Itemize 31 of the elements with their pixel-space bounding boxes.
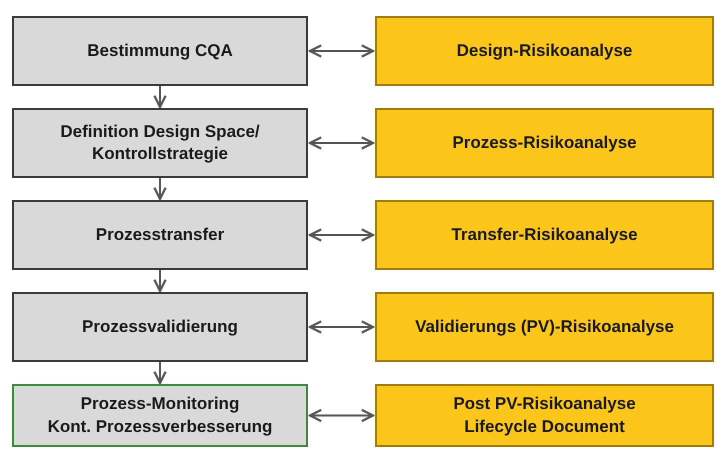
- arrow: [308, 136, 374, 150]
- box-label: Transfer-Risikoanalyse: [451, 224, 638, 246]
- box-label: Validierungs (PV)-Risikoanalyse: [415, 316, 674, 338]
- box-label: Post PV-Risikoanalyse: [453, 393, 636, 416]
- process-step-box: [12, 384, 308, 447]
- arrow: [308, 44, 374, 58]
- arrow: [153, 86, 167, 108]
- risk-analysis-box: [375, 292, 714, 362]
- arrow: [308, 408, 374, 422]
- box-label: Lifecycle Document: [464, 416, 625, 438]
- arrow: [153, 178, 167, 200]
- process-step-box: [12, 16, 308, 86]
- arrow: [153, 270, 167, 292]
- box-label: Design-Risikoanalyse: [456, 40, 632, 62]
- arrow: [153, 362, 167, 384]
- process-step-box: [12, 108, 308, 178]
- process-step-box: [12, 292, 308, 362]
- box-label: Prozesstransfer: [96, 224, 224, 246]
- box-label: Prozessvalidierung: [82, 316, 238, 338]
- box-label: Prozess-Monitoring: [80, 393, 240, 416]
- risk-analysis-box: [375, 16, 714, 86]
- box-label: Definition Design Space/ Kontrollstrategie: [59, 120, 261, 165]
- arrow: [308, 228, 374, 242]
- risk-analysis-box: [375, 200, 714, 270]
- box-label: Prozess-Risikoanalyse: [452, 132, 637, 154]
- process-step-box: [12, 200, 308, 270]
- box-label: Bestimmung CQA: [87, 40, 233, 62]
- box-label: Kont. Prozessverbesserung: [48, 416, 272, 438]
- arrow: [308, 320, 374, 334]
- risk-analysis-box: [375, 108, 714, 178]
- risk-analysis-box: [375, 384, 714, 447]
